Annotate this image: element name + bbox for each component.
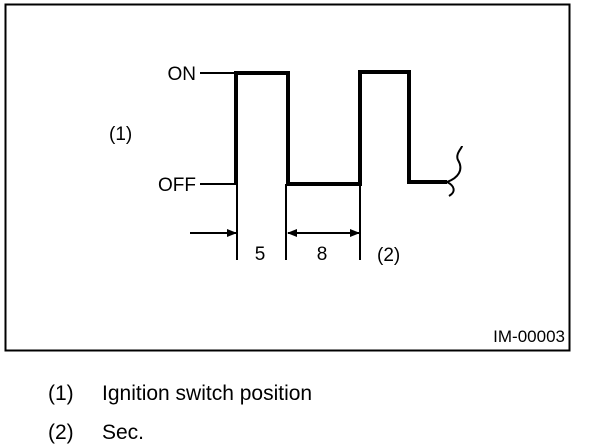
break-mark — [446, 145, 463, 197]
on-label: ON — [168, 64, 197, 85]
off-label: OFF — [158, 175, 196, 196]
interval-2-label: 8 — [317, 244, 328, 265]
legend-number: (2) — [48, 421, 74, 444]
y-axis-marker: (1) — [109, 124, 132, 145]
interval-arrow-back — [287, 229, 297, 237]
legend-item: (2) Sec. — [48, 421, 144, 445]
legend-text: Ignition switch position — [102, 382, 313, 405]
x-axis-marker: (2) — [377, 245, 400, 266]
diagram-frame — [4, 3, 571, 352]
legend-number: (1) — [48, 382, 74, 405]
interval-1-label: 5 — [255, 244, 266, 265]
legend-item: (1) Ignition switch position — [48, 382, 312, 406]
figure-id: IM-00003 — [493, 327, 565, 346]
legend-text: Sec. — [102, 421, 145, 444]
switch-waveform — [234, 70, 447, 186]
